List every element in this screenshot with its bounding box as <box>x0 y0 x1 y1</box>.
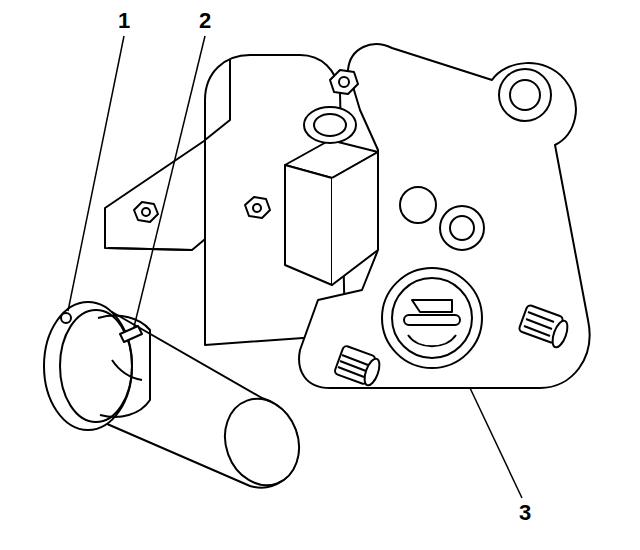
fitting-block-side <box>285 165 332 285</box>
cover-boss <box>400 187 436 223</box>
hub-collar <box>98 316 150 417</box>
bolt-head <box>330 70 358 94</box>
key-slot <box>120 326 142 342</box>
threaded-stud <box>518 304 570 349</box>
shaft-key <box>412 300 452 312</box>
callout-number: 3 <box>519 502 531 524</box>
bracket-edge <box>108 248 192 250</box>
shaft <box>404 315 460 325</box>
bolt-center <box>142 208 150 216</box>
port-boss <box>304 107 356 143</box>
bolt-head <box>245 197 270 218</box>
hub-flange <box>44 302 132 430</box>
leader-line <box>68 36 124 311</box>
callout-number: 2 <box>199 10 211 32</box>
port-boss <box>440 206 484 250</box>
housing-edge <box>205 60 230 140</box>
hub-flange-rim <box>60 310 132 422</box>
hub-end <box>213 388 311 495</box>
shaft-bore-inner <box>392 278 472 358</box>
shaft-bore <box>382 268 482 368</box>
bolt-center <box>253 204 261 212</box>
hub-seam <box>112 360 142 380</box>
leader-line <box>134 36 205 327</box>
callout-number: 1 <box>118 10 130 32</box>
mount-hole <box>510 80 540 110</box>
mount-boss <box>499 69 551 121</box>
port-hole <box>314 114 346 136</box>
leader-line <box>470 388 522 498</box>
flange-hole <box>61 313 71 323</box>
shaft-edge <box>408 335 456 346</box>
pump-cover <box>299 44 589 388</box>
port-hole <box>450 216 474 240</box>
bolt-center <box>339 77 349 87</box>
bolt-head <box>134 202 158 222</box>
threaded-stud <box>334 345 383 387</box>
